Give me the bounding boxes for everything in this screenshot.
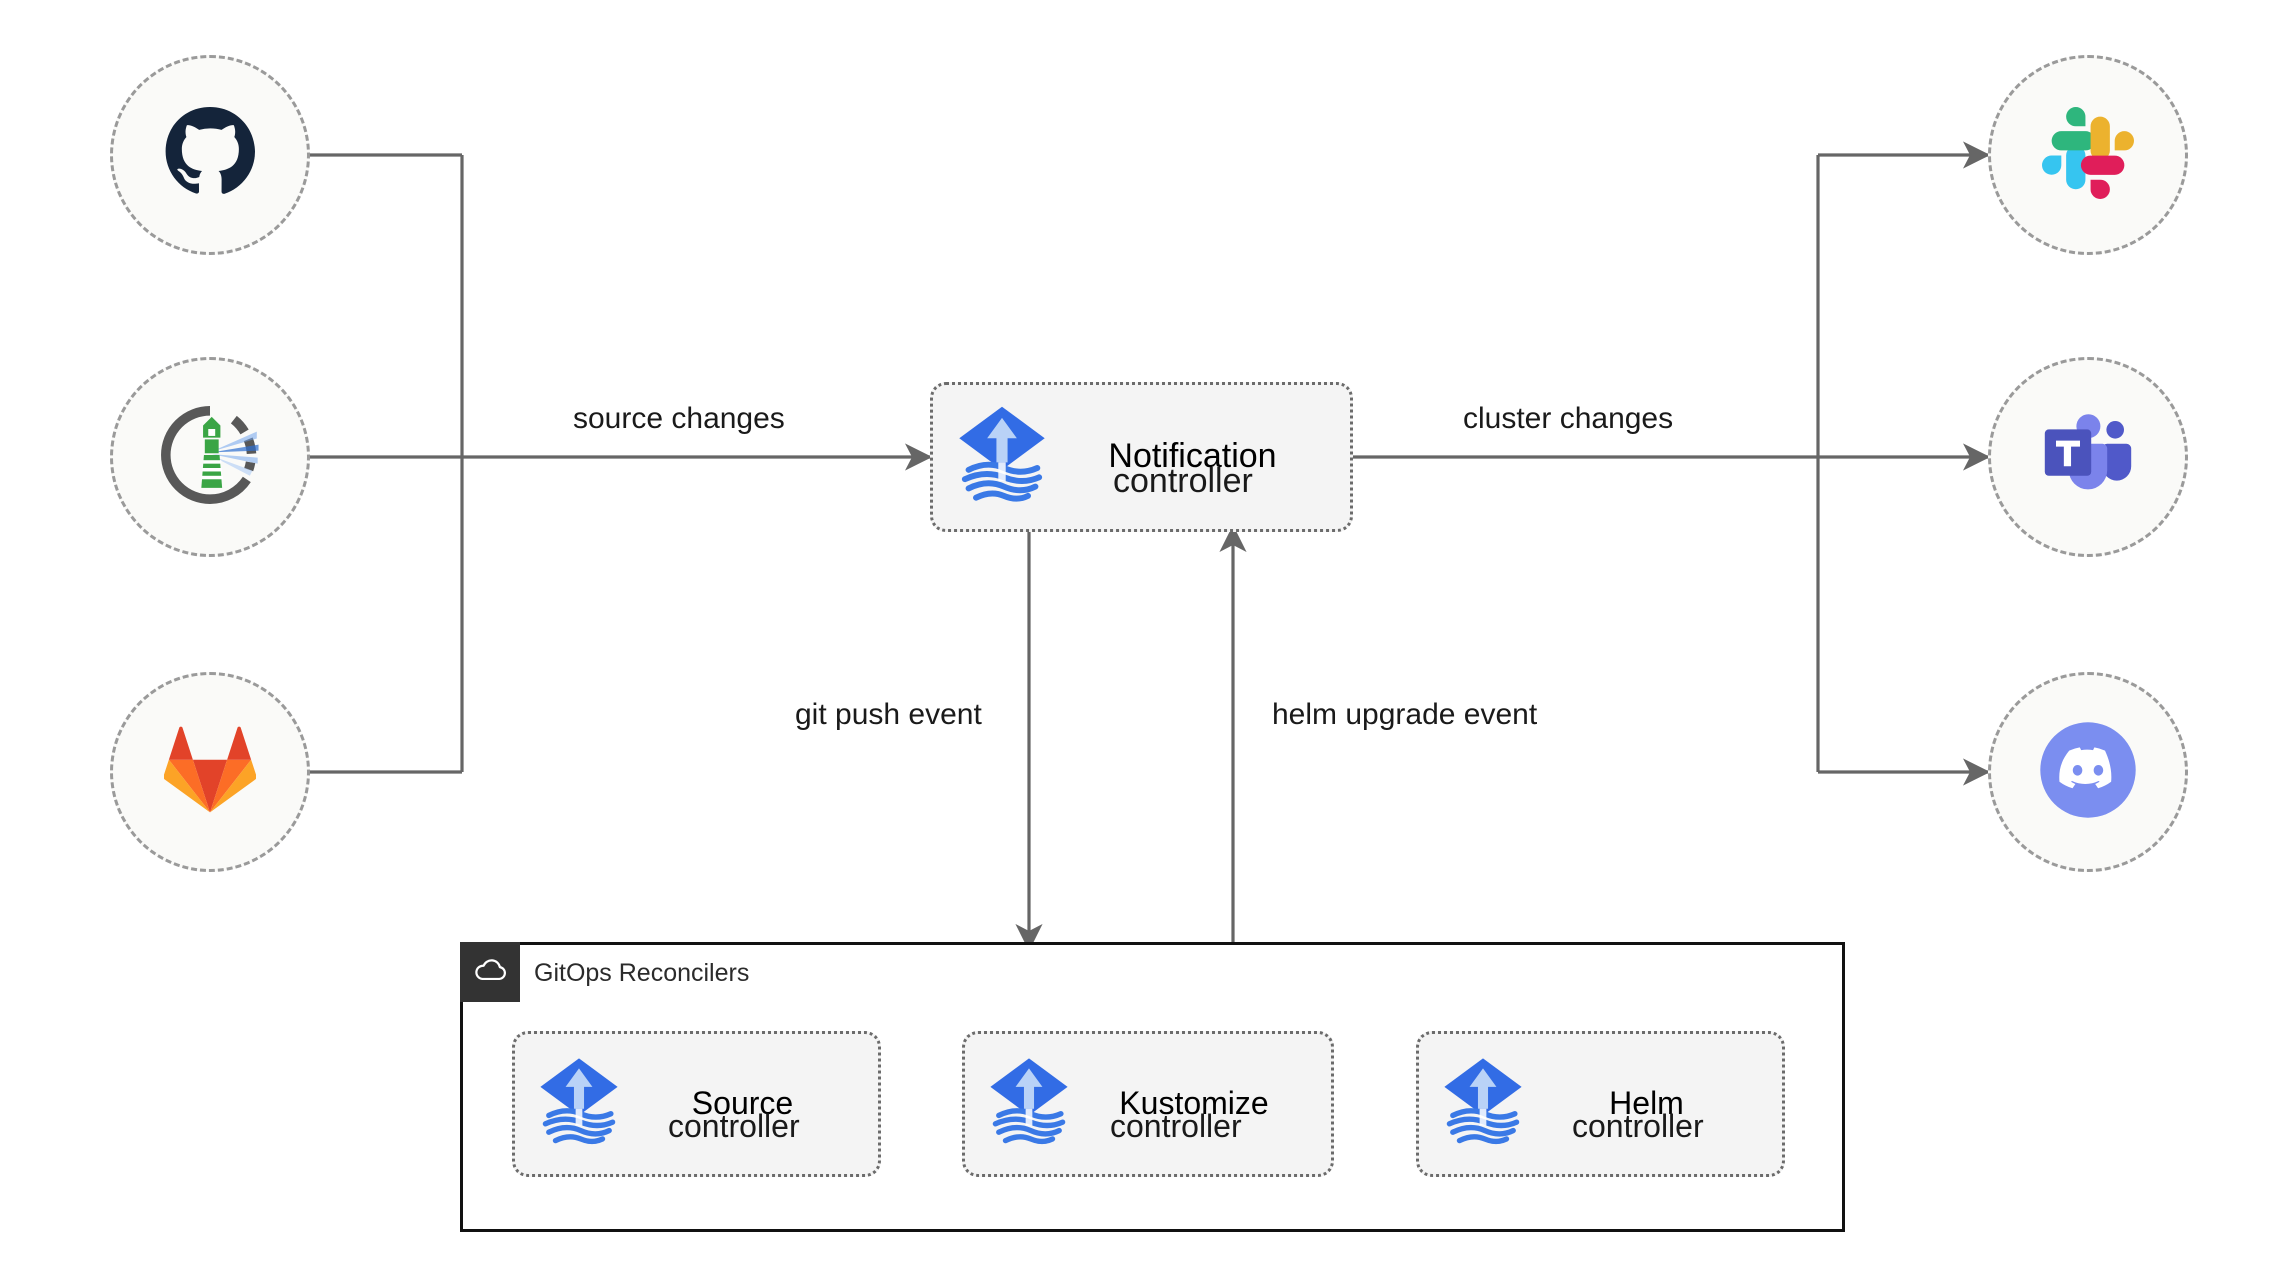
microsoft-teams-icon: [2040, 409, 2136, 506]
gitops-group-title: GitOps Reconcilers: [534, 959, 750, 987]
discord-icon: [2034, 716, 2142, 829]
edge-label-source-changes: source changes: [573, 402, 785, 435]
gitops-group-tab: [460, 942, 520, 1002]
flux-icon: [537, 1055, 621, 1154]
kustomize-controller-label-line2: controller: [1110, 1108, 1242, 1144]
helm-controller-label: Helm: [1609, 1085, 1684, 1122]
cloud-icon: [473, 957, 507, 988]
edge-label-helm-upgrade-event: helm upgrade event: [1272, 698, 1538, 731]
destination-node-slack[interactable]: [1988, 55, 2188, 255]
flux-icon: [1441, 1055, 1525, 1154]
flux-icon: [955, 403, 1049, 512]
kustomize-controller-box[interactable]: Kustomize: [962, 1031, 1334, 1177]
slack-icon: [2042, 106, 2134, 204]
source-controller-box[interactable]: Source: [512, 1031, 881, 1177]
flux-icon: [987, 1055, 1071, 1154]
notification-controller-box[interactable]: Notification: [930, 382, 1353, 532]
edge-label-cluster-changes: cluster changes: [1463, 402, 1674, 435]
edge-label-git-push-event: git push event: [795, 698, 982, 731]
harbor-icon: [158, 403, 262, 512]
destination-node-teams[interactable]: [1988, 357, 2188, 557]
notification-controller-label-line2: controller: [1113, 462, 1253, 500]
gitlab-icon: [163, 724, 257, 821]
helm-controller-label-line2: controller: [1572, 1108, 1704, 1144]
source-controller-label-line2: controller: [668, 1108, 800, 1144]
destination-node-discord[interactable]: [1988, 672, 2188, 872]
source-node-github[interactable]: [110, 55, 310, 255]
source-node-gitlab[interactable]: [110, 672, 310, 872]
github-icon: [162, 105, 258, 206]
notification-controller-label: Notification: [1108, 437, 1277, 476]
source-node-harbor[interactable]: [110, 357, 310, 557]
kustomize-controller-label: Kustomize: [1119, 1085, 1269, 1122]
source-controller-label: Source: [691, 1085, 794, 1122]
helm-controller-box[interactable]: Helm: [1416, 1031, 1785, 1177]
